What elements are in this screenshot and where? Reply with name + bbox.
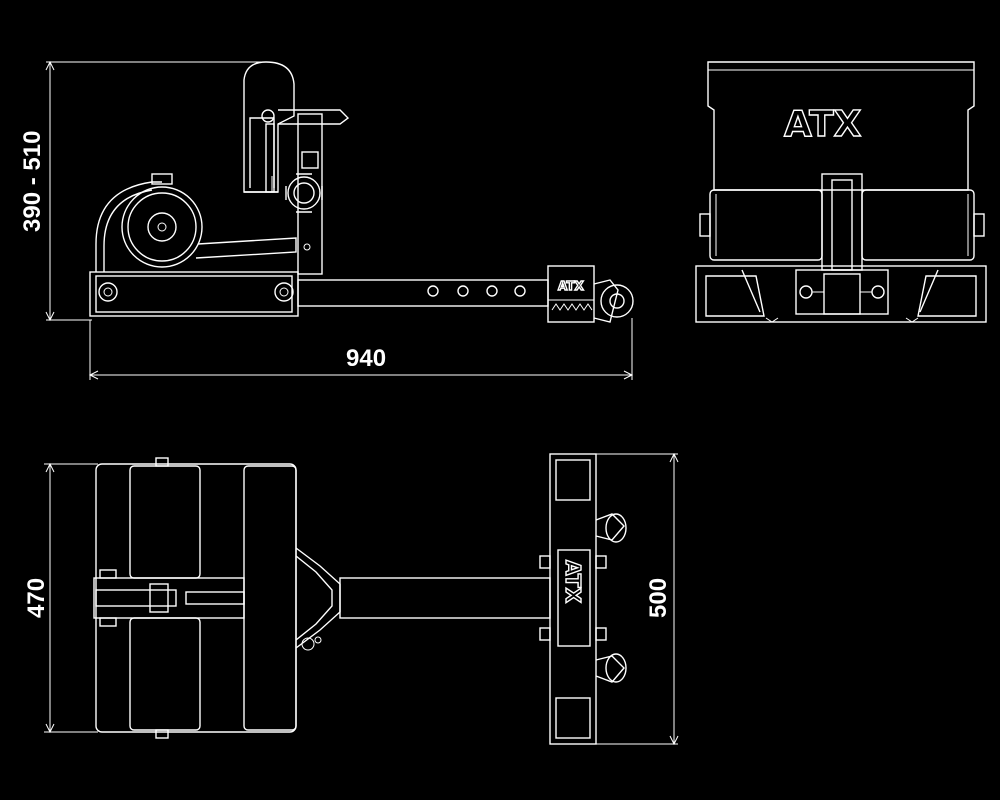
dimension-height: 390 - 510 [19, 60, 262, 322]
front-pad-logo: ATX [784, 104, 862, 145]
dimension-width-base-label: 500 [645, 578, 672, 618]
dimension-length-label: 940 [346, 345, 386, 372]
side-end-logo: ATX [558, 279, 585, 293]
dimension-width-top-label: 470 [23, 578, 50, 618]
side-view: ATX [89, 61, 634, 323]
dimension-length: 940 [88, 318, 634, 380]
top-view: ATX [93, 453, 627, 745]
dimension-width-base: 500 [596, 452, 679, 746]
dimension-width-top: 470 [23, 462, 98, 734]
dimension-height-label: 390 - 510 [19, 131, 46, 232]
top-end-logo: ATX [561, 560, 585, 604]
front-view: ATX [695, 61, 987, 323]
